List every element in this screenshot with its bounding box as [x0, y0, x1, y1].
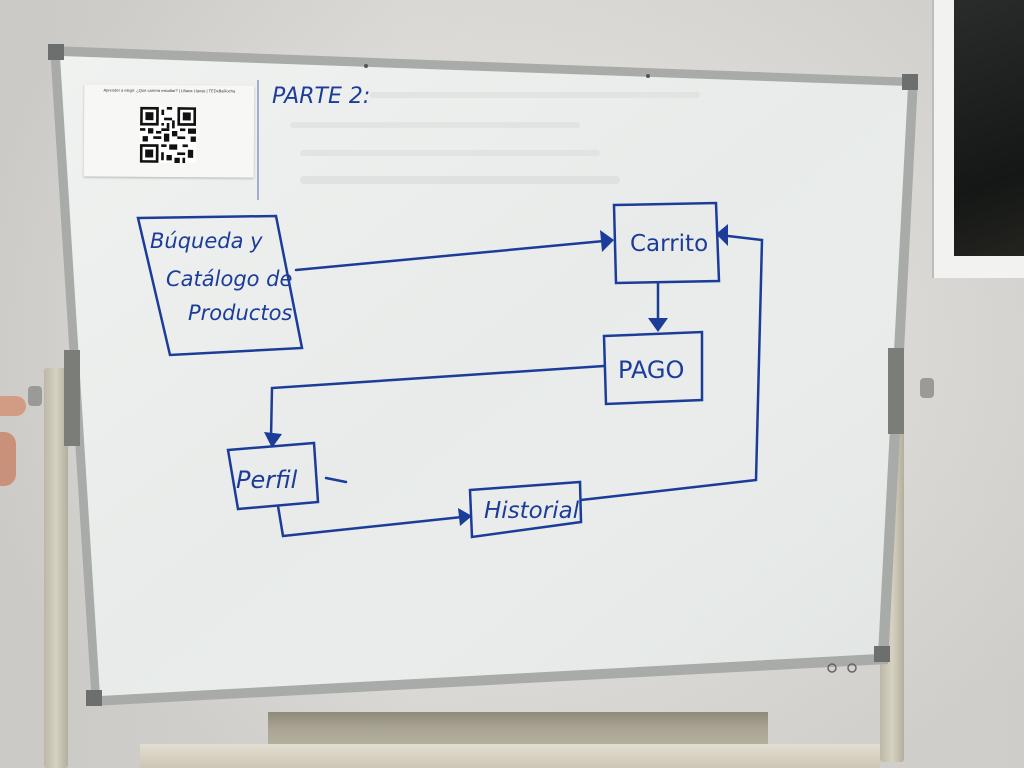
node-busqueda-line-3: Productos — [188, 301, 292, 325]
frame-corner — [86, 690, 102, 706]
qr-caption: Aprender a elegir: ¿Qué carrera estudiar… — [103, 87, 236, 94]
node-carrito-label: Carrito — [630, 231, 708, 257]
qr-flyer: Aprender a elegir: ¿Qué carrera estudiar… — [83, 84, 255, 178]
node-pago-label: PAGO — [618, 356, 684, 384]
edge-historial-carrito — [579, 234, 764, 502]
board-heading: PARTE 2: — [272, 84, 370, 109]
frame-corner — [874, 646, 890, 662]
frame-hook — [847, 663, 857, 673]
box-carrito — [612, 201, 721, 285]
box-historial — [468, 480, 583, 539]
node-busqueda-line-2: Catálogo de — [166, 267, 292, 291]
frame-rivet — [364, 64, 368, 68]
frame-corner — [902, 74, 918, 90]
frame-clamp-right — [888, 348, 904, 434]
frame-corner — [48, 44, 64, 60]
arrowhead-pago — [648, 318, 668, 332]
frame-clamp-left — [64, 350, 80, 446]
node-historial-label: Historial — [484, 498, 580, 524]
erased-writing — [290, 92, 700, 184]
node-busqueda-line-1: Búqueda y — [150, 229, 263, 253]
hand-finger — [0, 396, 26, 416]
arrowhead-carrito-return — [716, 224, 728, 246]
box-busqueda — [136, 214, 304, 357]
node-perfil-label: Perfil — [236, 466, 298, 494]
stray-mark — [324, 476, 348, 484]
stand-knob-right — [920, 378, 934, 398]
stand-knob-left — [28, 386, 42, 406]
arrowhead-carrito — [600, 230, 614, 252]
arrowhead-historial — [458, 508, 472, 526]
frame-hook — [827, 663, 837, 673]
edge-busqueda-carrito — [294, 239, 606, 272]
edge-pago-perfil — [269, 364, 606, 440]
hand-finger-2 — [0, 432, 16, 486]
stand-crossbar — [140, 744, 880, 768]
window-glass — [954, 0, 1024, 256]
box-perfil — [226, 441, 320, 511]
arrowhead-perfil — [264, 432, 282, 448]
edge-perfil-historial — [276, 504, 464, 538]
frame-rivet — [646, 74, 650, 78]
qr-code-icon — [139, 106, 197, 164]
box-pago — [602, 330, 704, 406]
